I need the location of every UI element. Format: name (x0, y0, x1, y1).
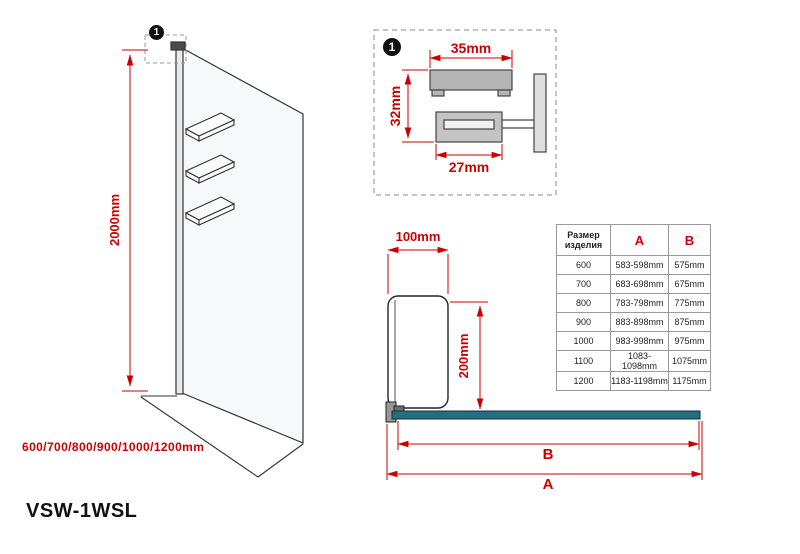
table-cell: 983-998mm (610, 331, 669, 351)
table-row: 900 883-898mm 875mm (556, 312, 711, 332)
table-cell: 900 (556, 312, 611, 332)
table-row: 600 583-598mm 575mm (556, 255, 711, 275)
detail-view-frame (373, 29, 557, 196)
table-cell: 1075mm (668, 350, 711, 372)
detail-callout-1-marker: 1 (383, 38, 401, 56)
table-cell: 1200 (556, 371, 611, 391)
table-cell: 800 (556, 293, 611, 313)
floor-lines (140, 395, 304, 478)
table-cell: 1175mm (668, 371, 711, 391)
table-cell: 783-798mm (610, 293, 669, 313)
bracket-width-label: 100mm (395, 229, 441, 244)
table-cell: 775mm (668, 293, 711, 313)
support-bar (391, 410, 701, 420)
panel-height-dimension (122, 49, 148, 392)
detail-top-width-label: 35mm (450, 40, 492, 56)
panel-height-label: 2000mm (107, 193, 122, 247)
table-cell: 575mm (668, 255, 711, 275)
size-table-header-size: Размер изделия (556, 224, 611, 256)
table-row: 1200 1183-1198mm 1175mm (556, 371, 711, 391)
wall-bracket-drawing (385, 295, 449, 423)
dimension-a-label: A (542, 476, 554, 493)
table-cell: 883-898mm (610, 312, 669, 332)
shelf-1 (184, 112, 236, 142)
support-dimensions (386, 246, 703, 480)
table-cell: 600 (556, 255, 611, 275)
size-table: Размер изделия A B 600 583-598mm 575mm 7… (556, 224, 711, 391)
table-row: 1100 1083-1098mm 1075mm (556, 350, 711, 372)
shelf-2 (184, 154, 236, 184)
table-row: 700 683-698mm 675mm (556, 274, 711, 294)
detail-bottom-width-label: 27mm (448, 159, 490, 175)
size-table-header-row: Размер изделия A B (556, 224, 711, 256)
detail-dimensions (402, 50, 513, 160)
dimension-b-label: B (542, 446, 554, 463)
table-cell: 1183-1198mm (610, 371, 669, 391)
bracket-height-label: 200mm (456, 333, 471, 379)
table-cell: 1100 (556, 350, 611, 372)
panel-width-options-label: 600/700/800/900/1000/1200mm (22, 440, 205, 454)
profile-cross-section (429, 69, 547, 153)
table-cell: 675mm (668, 274, 711, 294)
table-cell: 700 (556, 274, 611, 294)
table-cell: 1083-1098mm (610, 350, 669, 372)
table-cell: 1000 (556, 331, 611, 351)
size-table-header-b: B (668, 224, 711, 256)
size-table-header-a: A (610, 224, 669, 256)
shelf-3 (184, 196, 236, 226)
table-cell: 975mm (668, 331, 711, 351)
table-row: 1000 983-998mm 975mm (556, 331, 711, 351)
table-row: 800 783-798mm 775mm (556, 293, 711, 313)
table-cell: 683-698mm (610, 274, 669, 294)
glass-panel-drawing (144, 34, 304, 444)
callout-1-marker: 1 (149, 25, 164, 40)
product-model-title: VSW-1WSL (26, 500, 138, 522)
table-cell: 583-598mm (610, 255, 669, 275)
detail-side-depth-label: 32mm (387, 85, 403, 127)
table-cell: 875mm (668, 312, 711, 332)
